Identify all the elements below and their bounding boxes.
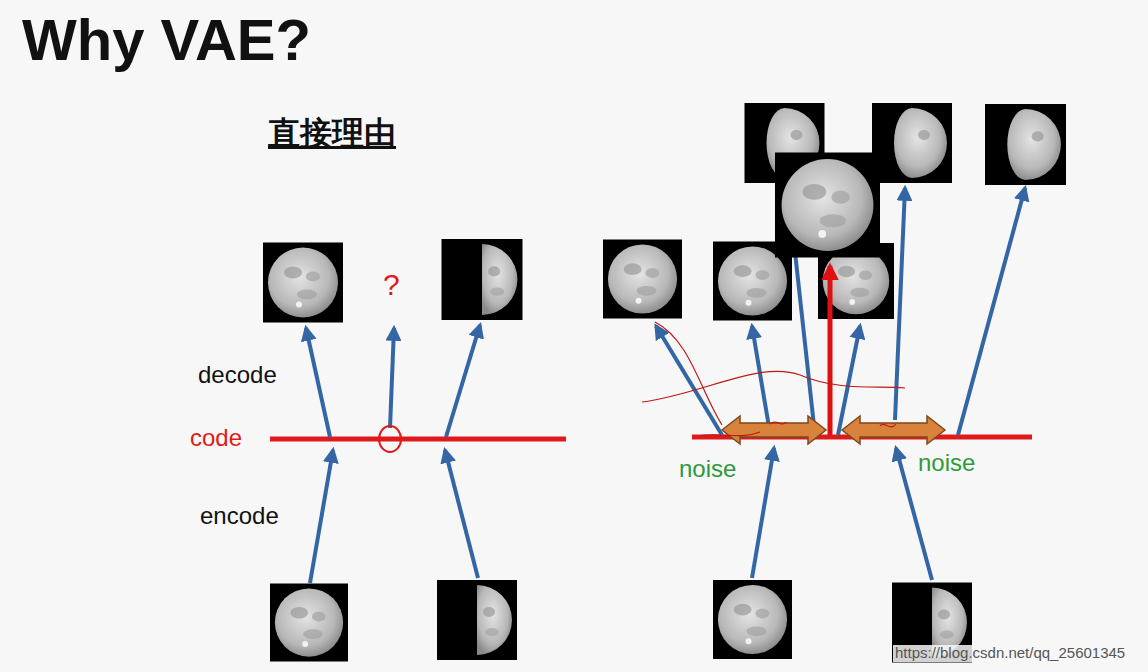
moon-full [270,584,348,662]
title: Why VAE? [22,8,311,72]
moon-gibbous [872,103,952,183]
moon-full [603,240,682,319]
handwriting [642,322,905,436]
encode-label: encode [200,503,279,529]
moon-full-big [775,153,880,258]
code-line [270,437,566,442]
red-arrow [828,266,833,435]
noise-label: noise [918,450,975,476]
decode-label: decode [198,362,277,388]
question-mark: ? [383,268,400,301]
moon-half [437,580,517,660]
moon-gibbous [985,104,1066,185]
code-label: code [190,425,242,451]
arrows-left [306,325,480,583]
moon-full [263,243,343,323]
subtitle: 直接理由 [268,116,396,151]
circle-mark [379,426,401,452]
moon-half [442,239,523,320]
noise-label: noise [679,456,736,482]
noise-arrow [722,416,945,444]
moon-full [713,580,792,659]
watermark: https://blog.csdn.net/qq_25601345 [893,645,1127,662]
